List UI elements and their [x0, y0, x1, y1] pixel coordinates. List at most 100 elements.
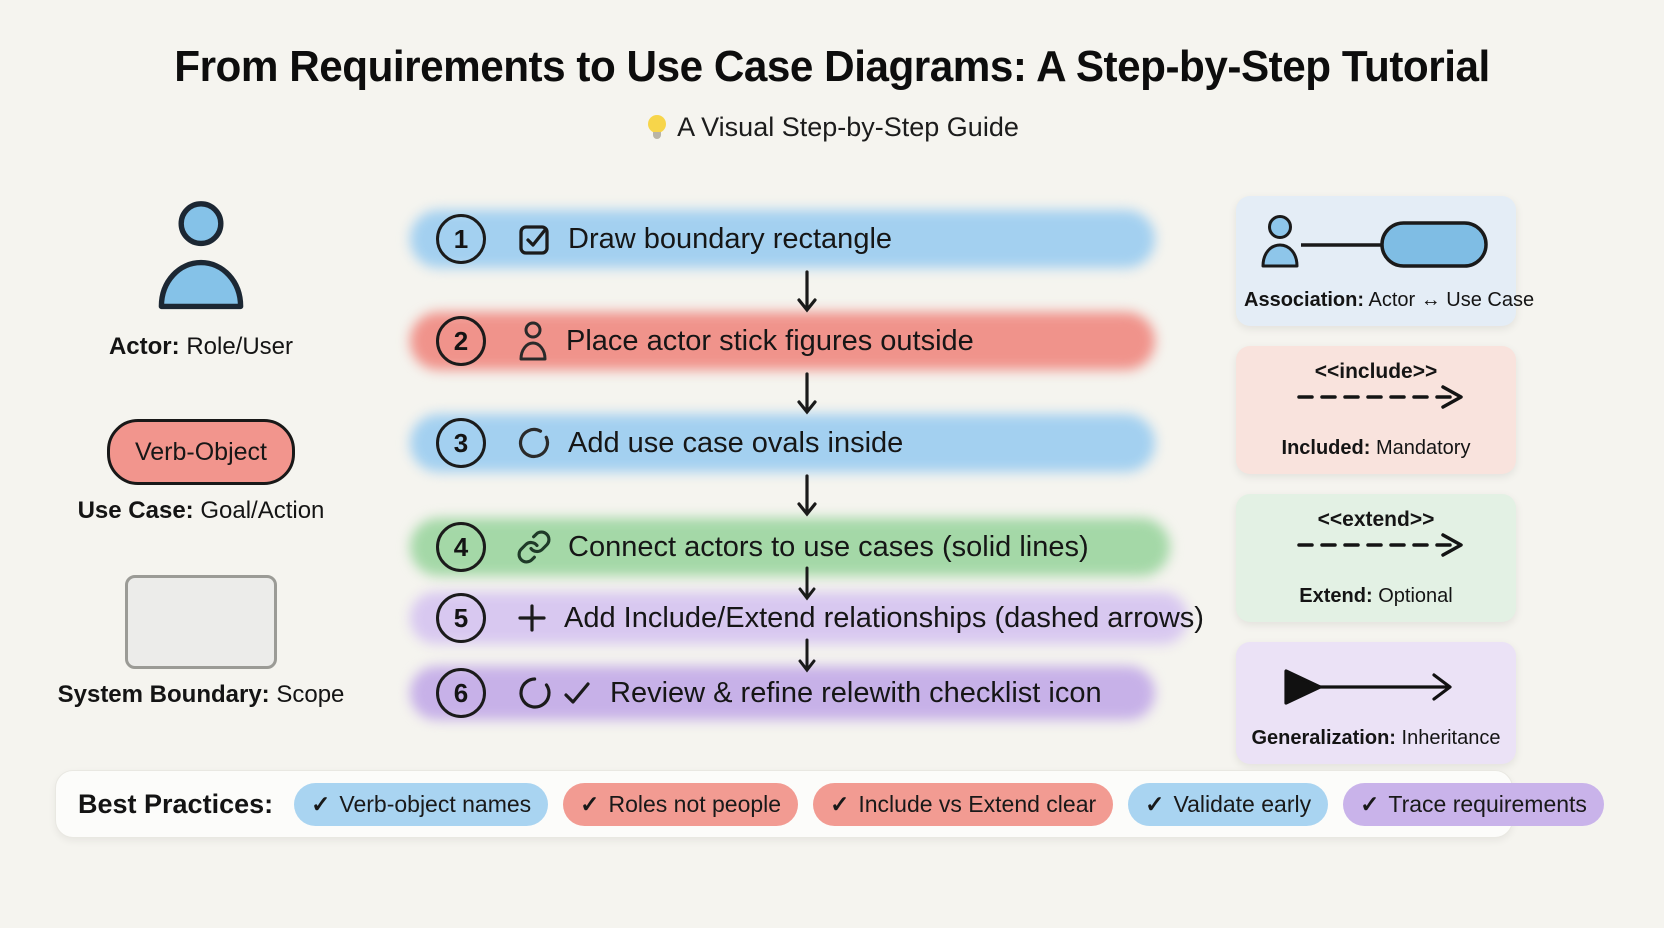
step-label: Place actor stick figures outside [566, 324, 974, 357]
step-number: 6 [453, 677, 469, 708]
actor-outline-icon [516, 321, 550, 361]
check-icon [560, 676, 594, 710]
checkbox-icon [516, 221, 552, 257]
step-number-badge: 5 [436, 593, 486, 643]
extend-term: Extend: [1299, 585, 1373, 607]
generalization-desc: Inheritance [1401, 727, 1501, 749]
link-icon [516, 529, 552, 565]
down-arrow-icon [418, 270, 1196, 313]
use-case-oval: Verb-Object [107, 419, 295, 485]
check-icon: ✓ [580, 790, 600, 817]
relationships-column: Association: Actor ↔ Use Case <<include>… [1236, 196, 1534, 784]
best-practices-heading: Best Practices: [78, 788, 274, 819]
best-practice-pill: ✓ Roles not people [563, 782, 799, 826]
association-label: Association: Actor ↔ Use Case [1244, 289, 1534, 312]
down-arrow-icon [418, 566, 1196, 601]
check-icon: ✓ [311, 790, 331, 817]
subtitle-text: A Visual Step-by-Step Guide [677, 112, 1019, 142]
best-practice-pill: ✓ Include vs Extend clear [813, 782, 1114, 826]
step-number: 2 [453, 325, 469, 356]
step-row-6: 6 Review & refine relewith checklist ico… [410, 664, 1196, 722]
system-boundary-desc: Scope [276, 681, 345, 708]
association-term: Association: [1244, 289, 1365, 311]
generalization-label: Generalization: Inheritance [1244, 727, 1508, 750]
step-number: 3 [453, 427, 469, 458]
step-highlight [410, 666, 1155, 720]
pill-label: Roles not people [608, 790, 782, 817]
actor-desc: Role/User [186, 333, 294, 360]
best-practice-pill: ✓ Trace requirements [1343, 782, 1604, 826]
generalization-card: Generalization: Inheritance [1236, 642, 1516, 764]
include-desc: Mandatory [1375, 437, 1471, 459]
step-label: Add use case ovals inside [568, 426, 904, 459]
include-stereotype: <<include>> [1314, 360, 1438, 383]
down-arrow-icon [418, 638, 1196, 673]
include-label: Included: Mandatory [1244, 437, 1508, 460]
system-boundary-label: System Boundary: Scope [58, 681, 345, 709]
association-desc: Actor ↔ Use Case [1368, 289, 1535, 311]
actor-term: Actor: [108, 333, 180, 360]
actor-label: Actor: Role/User [109, 333, 293, 361]
step-number-badge: 6 [436, 668, 486, 718]
step-label: Add Include/Extend relationships (dashed… [564, 601, 1204, 634]
steps-column: 1 Draw boundary rectangle 2 [410, 208, 1204, 722]
use-case-label: Use Case: Goal/Action [78, 497, 325, 525]
step-label: Draw boundary rectangle [568, 222, 893, 255]
include-term: Included: [1281, 437, 1371, 459]
step-number-badge: 3 [436, 418, 486, 468]
step-row-3: 3 Add use case ovals inside [410, 412, 1196, 474]
step-number-badge: 2 [436, 316, 486, 366]
step-number: 4 [453, 531, 469, 562]
refresh-circle-icon [516, 674, 554, 712]
use-case-oval-text: Verb-Object [134, 437, 267, 466]
step-highlight [410, 210, 1155, 268]
plus-icon [516, 602, 548, 634]
step-row-5: 5 Add Include/Extend relationships (dash… [410, 590, 1204, 646]
generalization-term: Generalization: [1251, 727, 1396, 749]
pill-label: Validate early [1173, 790, 1312, 817]
check-icon: ✓ [1360, 790, 1380, 817]
use-case-term: Use Case: [77, 497, 194, 524]
actor-icon [141, 196, 261, 321]
down-arrow-icon [418, 372, 1196, 415]
association-diagram-icon [1250, 215, 1502, 282]
down-arrow-icon [418, 474, 1196, 517]
dashed-arrow-icon [1295, 532, 1481, 563]
pill-label: Verb-object names [339, 790, 532, 817]
best-practice-pill: ✓ Verb-object names [294, 782, 549, 826]
step-row-2: 2 Place actor stick figures outside [410, 310, 1196, 372]
association-card: Association: Actor ↔ Use Case [1236, 196, 1534, 326]
generalization-arrow-icon [1278, 668, 1474, 711]
best-practice-pill: ✓ Validate early [1128, 782, 1329, 826]
step-label: Review & refine relewith checklist icon [610, 676, 1102, 709]
best-practices-bar: Best Practices: ✓ Verb-object names ✓ Ro… [55, 770, 1604, 838]
step-row-1: 1 Draw boundary rectangle [410, 208, 1196, 270]
extend-card: <<extend>> Extend: Optional [1236, 494, 1516, 622]
use-case-desc: Goal/Action [200, 497, 325, 524]
oval-icon [516, 425, 552, 461]
step-highlight [410, 414, 1155, 472]
lightbulb-icon [645, 113, 669, 143]
pill-label: Trace requirements [1388, 790, 1587, 817]
actor-head [178, 201, 224, 247]
extend-stereotype: <<extend>> [1317, 508, 1435, 531]
check-icon: ✓ [830, 790, 850, 817]
step-row-4: 4 Connect actors to use cases (solid lin… [410, 516, 1196, 578]
step-number: 1 [453, 223, 469, 254]
extend-label: Extend: Optional [1244, 585, 1508, 608]
dashed-arrow-icon [1295, 384, 1481, 415]
step-number-badge: 1 [436, 214, 486, 264]
step-label: Connect actors to use cases (solid lines… [568, 530, 1089, 563]
step-number: 5 [453, 602, 469, 633]
check-icon: ✓ [1145, 790, 1165, 817]
page-subtitle: A Visual Step-by-Step Guide [0, 112, 1664, 143]
include-card: <<include>> Included: Mandatory [1236, 346, 1516, 474]
actor-body [158, 259, 244, 310]
system-boundary-rect [125, 575, 277, 669]
legend-column: Actor: Role/User Verb-Object Use Case: G… [58, 196, 344, 709]
page-title: From Requirements to Use Case Diagrams: … [174, 42, 1490, 91]
step-number-badge: 4 [436, 522, 486, 572]
system-boundary-term: System Boundary: [57, 681, 270, 708]
extend-desc: Optional [1378, 585, 1453, 607]
